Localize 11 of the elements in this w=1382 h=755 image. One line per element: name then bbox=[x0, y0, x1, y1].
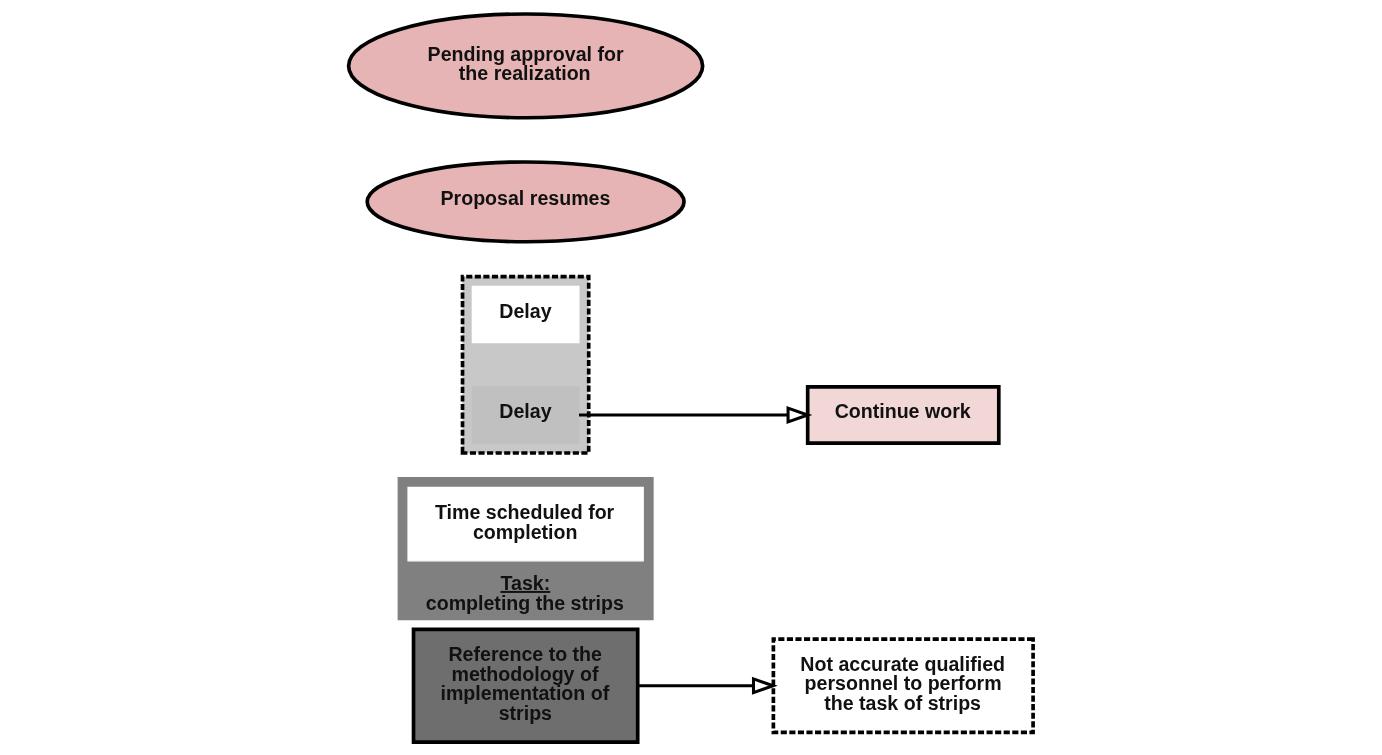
node-ellipse: Proposal resumes bbox=[365, 159, 686, 244]
node-box: Time scheduled for completion bbox=[407, 486, 644, 561]
node-box: Continue work bbox=[805, 384, 1001, 445]
node-box: Delay bbox=[471, 385, 580, 444]
cluster bbox=[460, 274, 591, 455]
node-ellipse: Pending approval for the realization bbox=[346, 11, 705, 120]
node-box: Not accurate qualified personnel to perform the task of strips bbox=[771, 636, 1035, 734]
node-box: Reference to the methodology of implementation of strips bbox=[411, 627, 640, 744]
arrow bbox=[637, 676, 778, 695]
arrow bbox=[579, 405, 813, 424]
node-box: Delay bbox=[471, 285, 580, 343]
